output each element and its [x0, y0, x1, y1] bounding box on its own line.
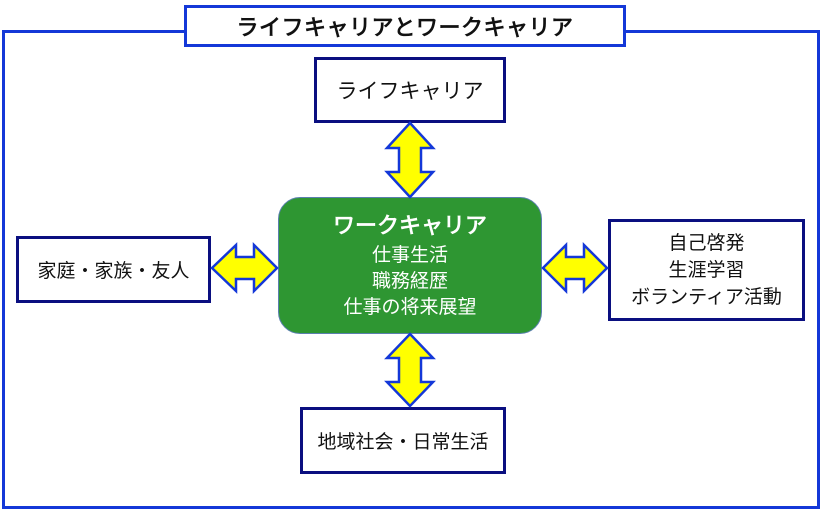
node-community-daily-life: 地域社会・日常生活: [300, 407, 506, 474]
node-community-daily-life-label: 地域社会・日常生活: [317, 431, 489, 453]
node-family-friends-label: 家庭・家族・友人: [37, 260, 190, 282]
node-life-career: ライフキャリア: [314, 57, 506, 123]
node-self-development-line-3: ボランティア活動: [631, 285, 782, 308]
node-life-career-label: ライフキャリア: [336, 79, 484, 103]
node-work-career-line-2: 職務経歴: [371, 269, 448, 292]
node-self-development-line-2: 生涯学習: [668, 258, 745, 281]
node-work-career: ワークキャリア 仕事生活 職務経歴 仕事の将来展望: [278, 197, 542, 334]
node-work-career-line-1: 仕事生活: [371, 243, 448, 266]
node-self-development-line-1: 自己啓発: [668, 231, 745, 254]
node-work-career-title: ワークキャリア: [332, 213, 487, 239]
node-self-development: 自己啓発 生涯学習 ボランティア活動: [608, 219, 805, 321]
diagram-title: ライフキャリアとワークキャリア: [236, 16, 574, 41]
diagram-title-box: ライフキャリアとワークキャリア: [184, 5, 626, 47]
node-family-friends: 家庭・家族・友人: [16, 236, 211, 303]
node-work-career-line-3: 仕事の将来展望: [343, 295, 477, 318]
